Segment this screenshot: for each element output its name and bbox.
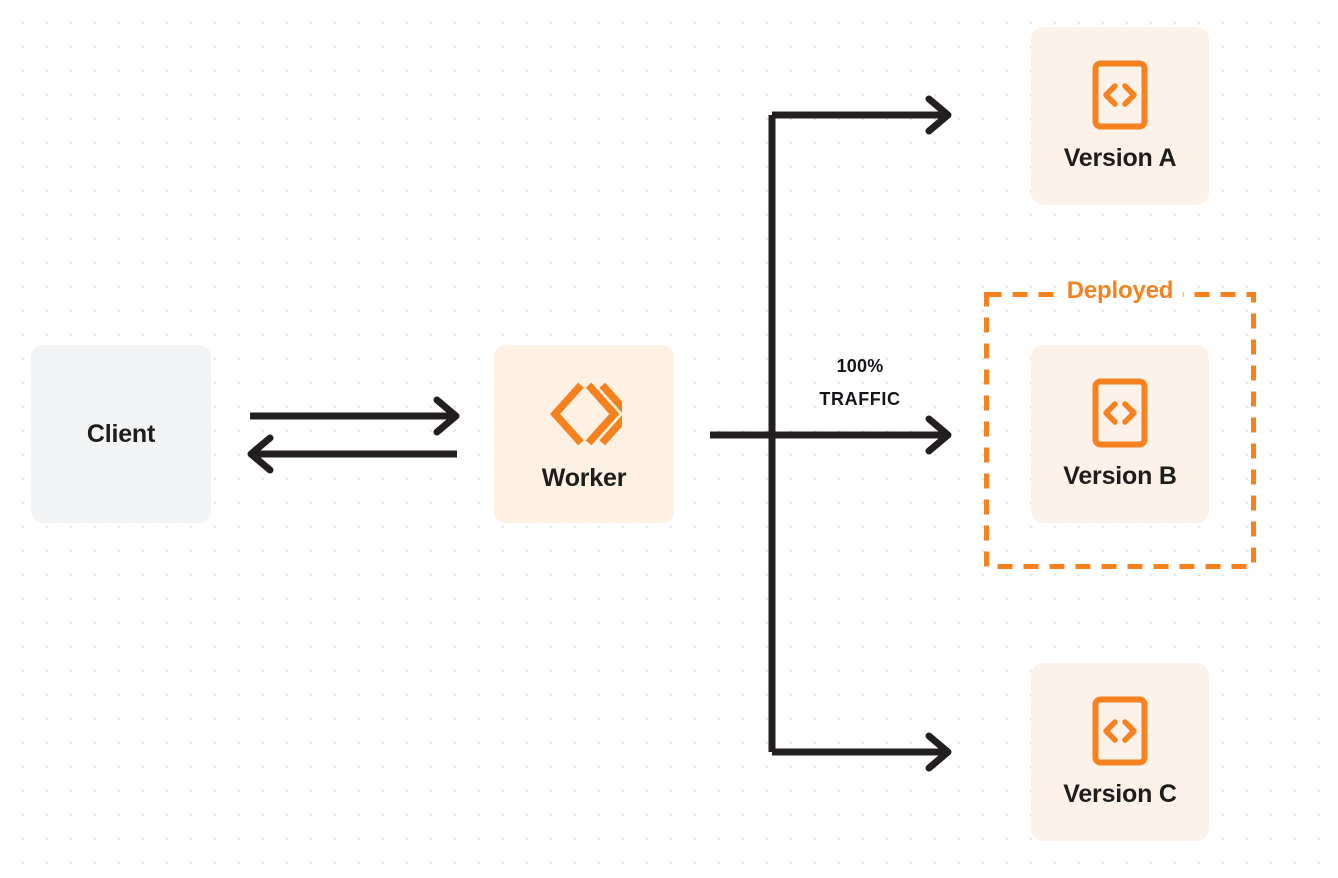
edge-trunk-to-version-a <box>772 95 952 135</box>
edge-client-to-worker <box>250 396 460 436</box>
version-a-node[interactable]: Version A <box>1031 27 1209 205</box>
edge-trunk-to-version-b <box>772 415 952 455</box>
version-a-label: Version A <box>1063 144 1177 172</box>
traffic-percentage-label: 100% TRAFFIC <box>790 350 930 417</box>
code-file-icon <box>1091 695 1149 767</box>
edge-worker-to-client <box>247 434 457 474</box>
worker-node[interactable]: Worker <box>494 345 674 523</box>
edge-trunk-to-version-c <box>772 732 952 772</box>
traffic-percent-value: 100% <box>836 356 884 376</box>
client-label: Client <box>86 419 156 448</box>
client-node[interactable]: Client <box>31 345 211 523</box>
traffic-word: TRAFFIC <box>819 389 901 410</box>
code-file-icon <box>1091 59 1149 131</box>
version-c-label: Version C <box>1063 780 1177 808</box>
worker-label: Worker <box>541 463 627 492</box>
version-c-node[interactable]: Version C <box>1031 663 1209 841</box>
